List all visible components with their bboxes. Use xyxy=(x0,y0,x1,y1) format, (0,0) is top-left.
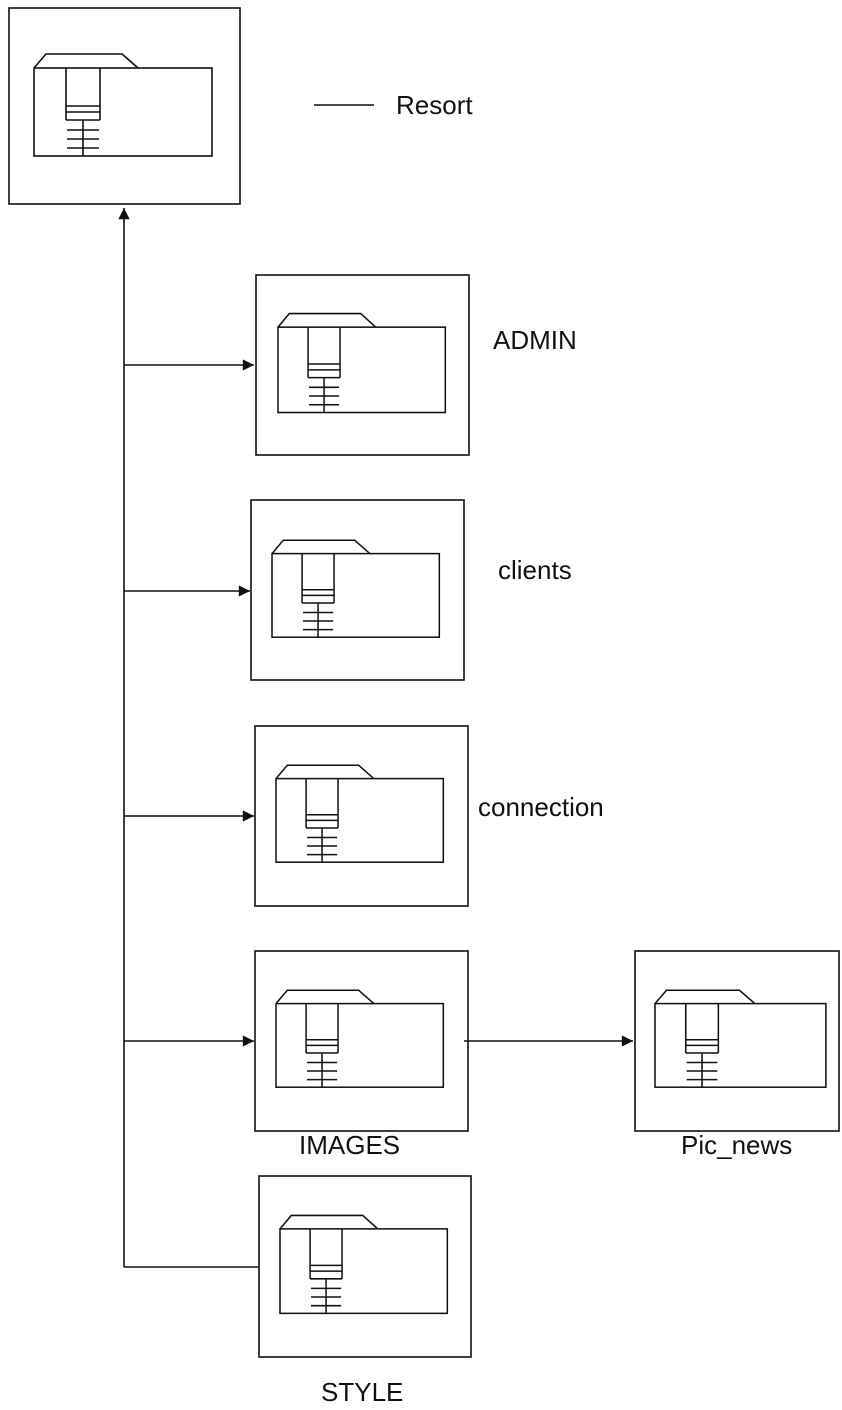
node-box xyxy=(250,499,465,681)
node-label-pic-news: Pic_news xyxy=(681,1130,792,1160)
root-label: Resort xyxy=(396,90,473,120)
node-box xyxy=(254,950,469,1132)
database-folder-icon xyxy=(275,764,445,863)
child-node-admin[interactable]: ADMIN xyxy=(124,274,577,456)
node-box xyxy=(258,1175,472,1358)
node-label-images: IMAGES xyxy=(299,1130,400,1160)
child-node-connection[interactable]: connection xyxy=(124,725,604,907)
database-folder-icon xyxy=(275,989,445,1088)
database-folder-icon xyxy=(271,539,441,638)
node-box xyxy=(634,950,840,1132)
node-label-connection: connection xyxy=(478,792,604,822)
node-box xyxy=(255,274,470,456)
node-label-style: STYLE xyxy=(321,1377,403,1407)
node-label-clients: clients xyxy=(498,555,572,585)
root-node[interactable]: Resort xyxy=(8,7,473,205)
child-node-images[interactable]: IMAGES xyxy=(124,950,634,1160)
child-node-clients[interactable]: clients xyxy=(124,499,572,681)
grandchild-node-pic-news[interactable]: Pic_news xyxy=(634,950,840,1160)
node-label-admin: ADMIN xyxy=(493,325,577,355)
database-folder-icon xyxy=(33,53,213,157)
node-box xyxy=(254,725,469,907)
root-box xyxy=(8,7,241,205)
database-folder-icon xyxy=(279,1214,449,1315)
database-folder-icon xyxy=(277,312,447,414)
database-folder-icon xyxy=(654,989,827,1088)
child-node-style[interactable]: STYLE xyxy=(124,1175,472,1407)
